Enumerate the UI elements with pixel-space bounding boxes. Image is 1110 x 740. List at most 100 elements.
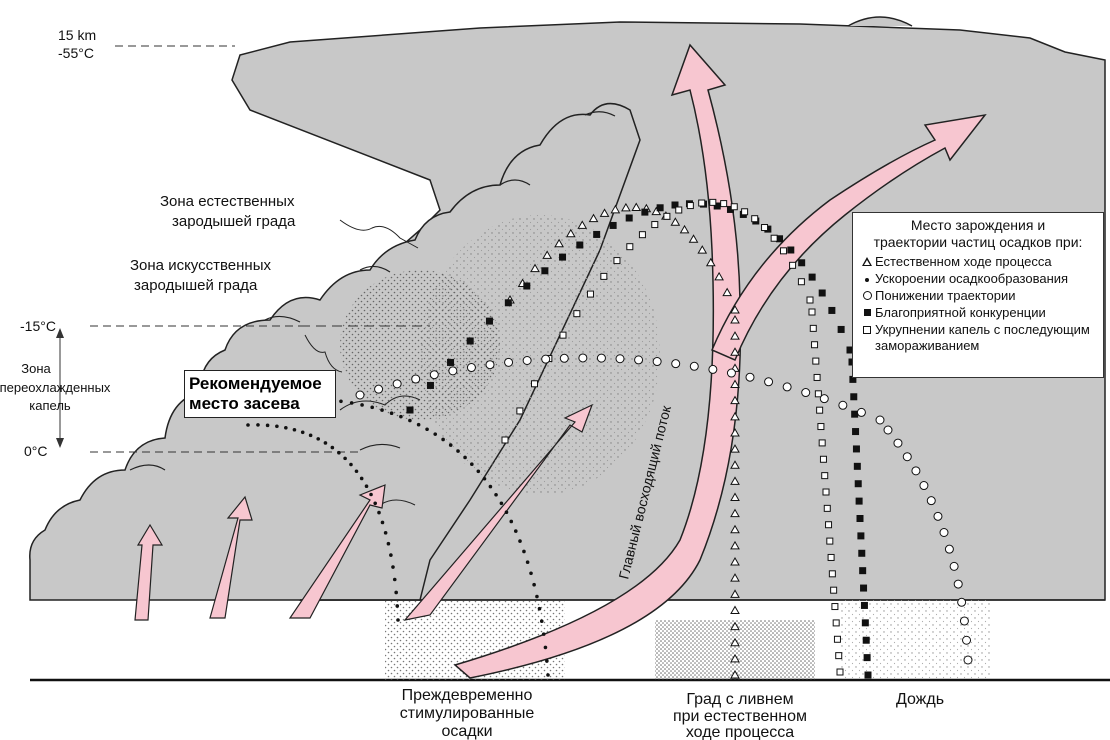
- dot-marker: [509, 519, 514, 524]
- dot-marker: [476, 469, 481, 474]
- triangle-marker: [610, 204, 621, 214]
- circle-marker: [615, 354, 625, 364]
- filled-square-marker: [776, 235, 784, 243]
- triangle-marker: [730, 304, 740, 314]
- filled-square-marker: [713, 202, 721, 210]
- circle-marker: [963, 655, 973, 665]
- trajectory-acceleration: [246, 398, 550, 677]
- triangle-marker: [621, 202, 631, 212]
- dot-marker: [535, 594, 539, 599]
- dot-marker: [380, 408, 384, 412]
- open-square-marker: [709, 198, 717, 206]
- filled-square-marker: [559, 253, 567, 261]
- legend-item-label: Понижении траектории: [875, 288, 1016, 303]
- filled-square-marker: [857, 532, 865, 540]
- legend-item-label: Благоприятной конкуренции: [875, 305, 1046, 320]
- filled-square-marker: [466, 337, 474, 345]
- dot-marker: [395, 604, 400, 608]
- dot-marker: [504, 510, 509, 515]
- dot-marker: [399, 414, 403, 419]
- ground-hail-1: Град с ливнем: [686, 691, 793, 708]
- triangle-marker: [588, 213, 599, 223]
- triangle-marker: [730, 540, 740, 550]
- triangle-marker: [631, 202, 642, 211]
- filled-square-marker: [808, 273, 816, 281]
- open-square-marker: [530, 380, 538, 388]
- dot-marker: [386, 541, 391, 546]
- filled-square-marker: [854, 480, 862, 488]
- filled-square-marker: [853, 462, 861, 470]
- filled-square-marker: [447, 358, 455, 366]
- triangle-marker: [730, 557, 740, 566]
- open-square-marker: [663, 212, 671, 220]
- triangle-marker: [730, 637, 740, 647]
- triangle-marker: [705, 257, 716, 267]
- triangle-marker: [730, 427, 740, 437]
- dot-marker: [383, 531, 388, 535]
- open-square-marker: [720, 200, 728, 208]
- legend-title-line2: траектории частиц осадков при:: [873, 234, 1083, 250]
- dot-marker: [425, 427, 429, 432]
- circle-marker: [959, 616, 969, 626]
- triangle-marker: [554, 238, 564, 248]
- legend-item-label: Естественном ходе процесса: [875, 254, 1052, 269]
- circle-marker: [429, 370, 439, 380]
- circle-marker: [411, 374, 421, 384]
- filled-square-marker: [861, 619, 869, 627]
- filled-square-marker: [846, 346, 854, 354]
- open-square-marker: [516, 407, 524, 415]
- open-square-marker: [821, 472, 829, 480]
- open-square-marker: [809, 324, 817, 332]
- label-0c: 0°C: [24, 443, 48, 459]
- circle-marker: [926, 496, 936, 506]
- open-square-marker: [626, 243, 634, 251]
- filled-square-marker: [625, 214, 633, 222]
- open-square-marker: [822, 488, 830, 496]
- legend-item: Ускороении осадкообразования: [859, 271, 1097, 287]
- dot-marker: [391, 565, 395, 569]
- circle-marker: [596, 353, 606, 363]
- circle-marker: [782, 382, 792, 392]
- open-square-marker: [559, 331, 567, 339]
- filled-square-marker: [593, 230, 601, 238]
- filled-square-marker: [863, 654, 871, 662]
- dot-marker: [349, 401, 354, 405]
- dot-marker: [330, 445, 335, 450]
- circle-marker: [448, 366, 458, 376]
- ground-premature-3: осадки: [441, 723, 492, 740]
- filled-square-marker: [504, 299, 512, 307]
- triangle-marker: [679, 224, 690, 234]
- open-square-marker: [779, 247, 787, 255]
- dot-marker: [494, 492, 498, 497]
- zone-natural-line1: Зона естественных: [160, 193, 295, 210]
- circle-marker: [957, 597, 967, 607]
- filled-square-marker: [406, 406, 414, 414]
- label-minus15: -15°C: [20, 318, 56, 334]
- dot-marker: [359, 476, 364, 481]
- triangle-marker: [730, 379, 740, 389]
- triangle-marker: [688, 234, 699, 243]
- small-updraft-arrows: [134, 403, 594, 621]
- open-square-marker: [836, 668, 844, 676]
- dot-marker: [300, 430, 305, 435]
- dot-marker: [394, 590, 398, 595]
- circle-marker: [522, 356, 532, 366]
- triangle-marker: [730, 605, 740, 614]
- open-square-marker: [730, 203, 738, 211]
- filled-square-marker: [576, 241, 584, 249]
- filled-square-marker: [787, 246, 795, 254]
- open-square-marker: [823, 504, 831, 512]
- dot-marker: [316, 437, 321, 441]
- open-square-marker: [813, 373, 821, 381]
- open-square-marker: [761, 224, 769, 232]
- triangle-marker: [730, 460, 740, 469]
- ground-rain: Дождь: [896, 691, 944, 708]
- dot-marker: [470, 462, 474, 466]
- seeding-line2: место засева: [189, 394, 300, 413]
- circle-marker: [466, 363, 476, 373]
- dot-marker: [513, 529, 518, 533]
- main-updraft-arrow: [453, 43, 742, 679]
- dot-marker: [292, 427, 297, 432]
- dot-marker: [488, 484, 493, 489]
- ground-premature-2: стимулированные: [400, 705, 535, 722]
